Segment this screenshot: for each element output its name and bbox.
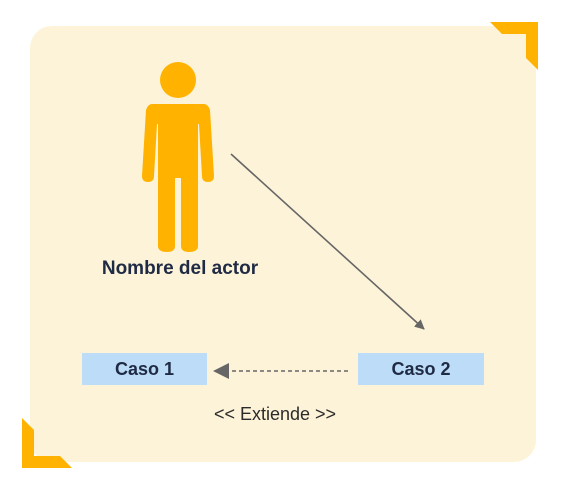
use-case-caso-2: Caso 2 — [358, 353, 484, 385]
corner-accent-top-right — [490, 22, 538, 70]
actor-label: Nombre del actor — [101, 258, 259, 279]
association-line — [230, 153, 425, 330]
diagram-card — [30, 26, 536, 462]
actor-person-icon — [142, 62, 214, 252]
extend-relationship-label: << Extiende >> — [213, 404, 337, 424]
extend-arrowhead — [213, 363, 229, 379]
use-case-caso-1: Caso 1 — [82, 353, 207, 385]
corner-accent-bottom-left — [22, 418, 72, 468]
